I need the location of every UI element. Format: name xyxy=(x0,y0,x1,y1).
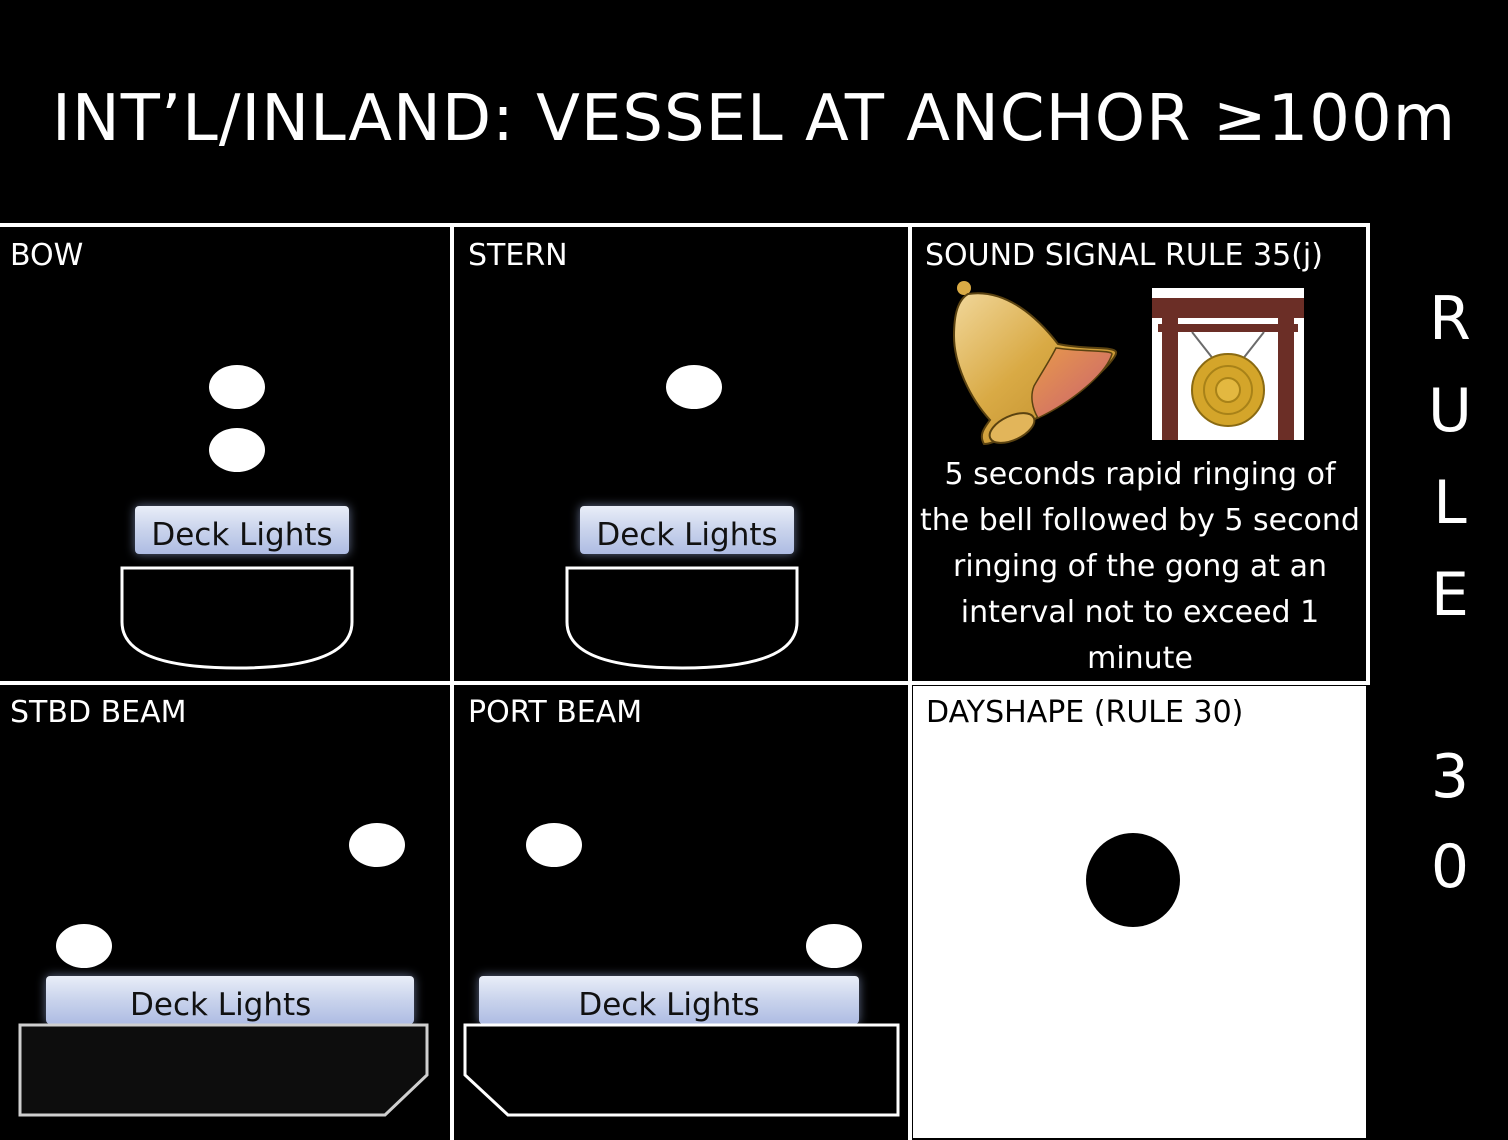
rule-letter-u: U xyxy=(1428,376,1472,446)
bow-label: BOW xyxy=(10,238,84,273)
stern-hull xyxy=(565,566,799,670)
grid-divider-2 xyxy=(908,223,912,1140)
port-beam-deck-lights: Deck Lights xyxy=(479,976,859,1024)
rule-letter-r: R xyxy=(1429,284,1471,354)
grid-middle-line xyxy=(0,681,1370,685)
bell-icon xyxy=(952,281,1117,446)
page-title: INT’L/INLAND: VESSEL AT ANCHOR ≥100m xyxy=(51,82,1457,156)
bow-lower-anchor-light xyxy=(209,428,265,472)
port-beam-label: PORT BEAM xyxy=(468,695,643,730)
grid-right-edge xyxy=(1366,223,1370,685)
rule-letter-l: L xyxy=(1433,468,1467,538)
stbd-beam-label: STBD BEAM xyxy=(10,695,187,730)
grid-divider-1 xyxy=(450,223,454,1140)
rule-letter-e: E xyxy=(1431,560,1469,630)
sound-signal-label: SOUND SIGNAL RULE 35(j) xyxy=(925,238,1323,273)
stbd-beam-deck-lights: Deck Lights xyxy=(46,976,414,1024)
bow-upper-anchor-light xyxy=(209,365,265,409)
port-beam-aft-light xyxy=(806,924,862,968)
dayshape-label: DAYSHAPE (RULE 30) xyxy=(926,695,1244,730)
sound-signal-description: 5 seconds rapid ringing of the bell foll… xyxy=(920,457,1360,676)
bow-hull xyxy=(120,566,354,670)
rule-digit-3: 3 xyxy=(1430,742,1470,812)
grid-top-line xyxy=(0,223,1370,227)
port-beam-hull xyxy=(463,1023,900,1117)
stern-deck-lights: Deck Lights xyxy=(580,506,794,554)
stbd-beam-forward-light xyxy=(349,823,405,867)
stbd-beam-aft-light xyxy=(56,924,112,968)
stbd-beam-hull xyxy=(18,1023,429,1117)
stern-label: STERN xyxy=(468,238,568,273)
port-beam-forward-light xyxy=(526,823,582,867)
dayshape-ball xyxy=(1086,833,1180,927)
gong-icon xyxy=(1152,288,1304,440)
rule-digit-0: 0 xyxy=(1430,832,1470,902)
stern-anchor-light xyxy=(666,365,722,409)
bow-deck-lights: Deck Lights xyxy=(135,506,349,554)
